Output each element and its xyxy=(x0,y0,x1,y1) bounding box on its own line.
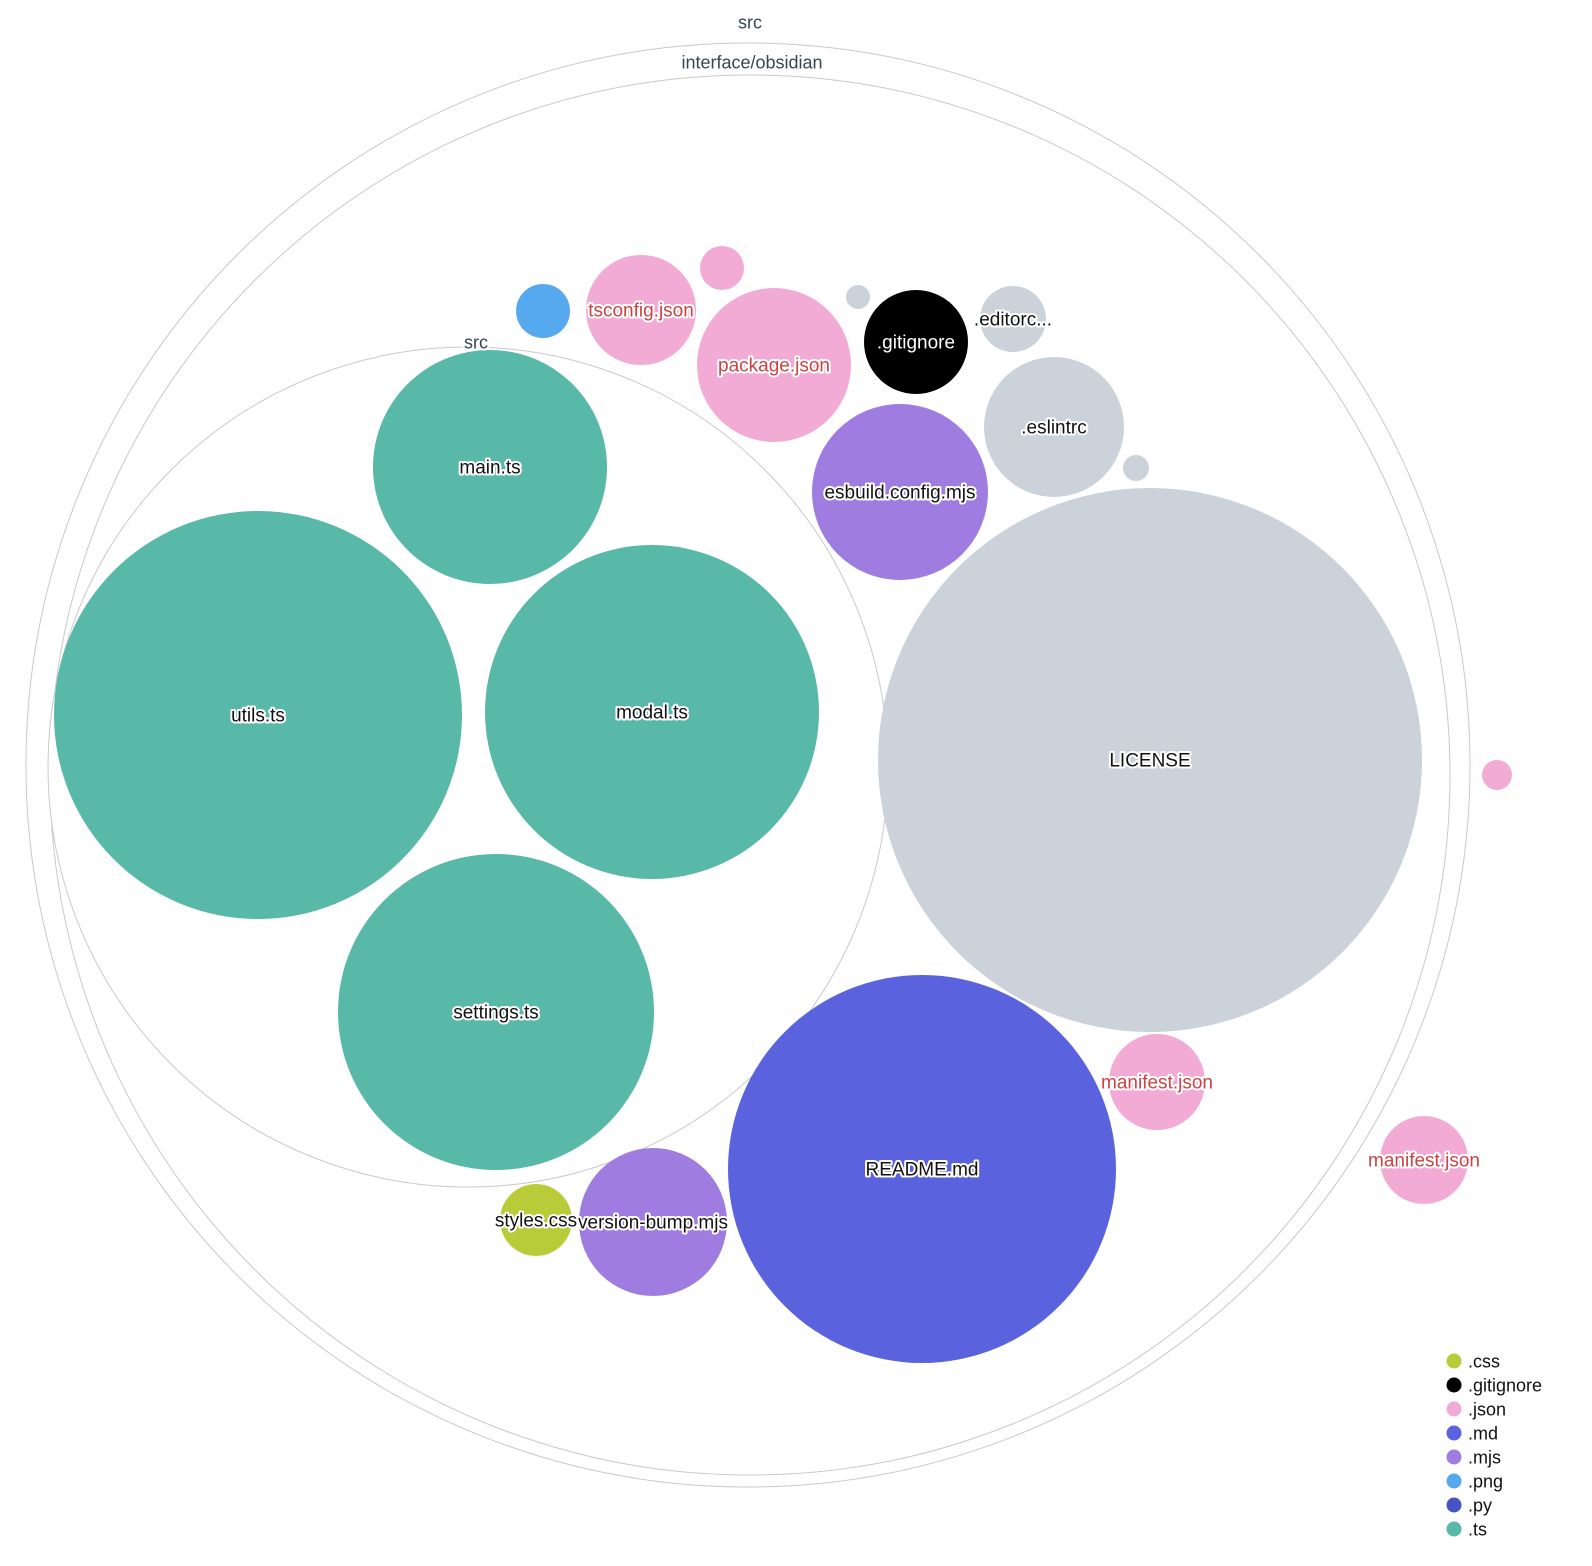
legend-swatch--json xyxy=(1446,1401,1462,1417)
file-label: version-bump.mjs xyxy=(578,1213,728,1234)
file-bubble-utils-ts xyxy=(54,511,462,919)
legend-label: .png xyxy=(1468,1471,1503,1491)
file-label: settings.ts xyxy=(453,1003,539,1024)
file-label: .gitignore xyxy=(877,333,955,354)
file-bubble-settings-ts xyxy=(338,854,654,1170)
legend-swatch--gitignore xyxy=(1446,1377,1462,1393)
legend-swatch--py xyxy=(1446,1497,1462,1513)
file-bubble xyxy=(1482,760,1512,790)
folder-label: src xyxy=(738,12,762,32)
file-bubble--eslintrc xyxy=(984,357,1124,497)
legend-swatch--css xyxy=(1446,1353,1462,1369)
folder-label: src xyxy=(464,332,488,352)
file-label: tsconfig.json xyxy=(588,301,694,322)
file-bubble-main-ts xyxy=(373,350,607,584)
file-bubble-manifest-json xyxy=(1109,1034,1205,1130)
file-bubble-esbuild-config-mjs xyxy=(812,404,988,580)
file-label: package.json xyxy=(718,356,830,377)
file-bubble--editorc- xyxy=(980,286,1046,352)
file-label: manifest.json xyxy=(1368,1151,1480,1172)
file-bubble-package-json xyxy=(697,288,851,442)
legend-label: .mjs xyxy=(1468,1447,1501,1467)
file-label: manifest.json xyxy=(1101,1073,1213,1094)
folder-label: interface/obsidian xyxy=(681,52,822,72)
file-bubble-license xyxy=(878,488,1422,1032)
file-label: utils.ts xyxy=(231,706,285,727)
file-bubble--gitignore xyxy=(864,290,968,394)
file-label: LICENSE xyxy=(1109,751,1190,772)
file-bubble-tsconfig-json xyxy=(586,255,696,365)
legend-swatch--mjs xyxy=(1446,1449,1462,1465)
file-bubble xyxy=(516,284,570,338)
file-bubble xyxy=(700,246,744,290)
file-bubble xyxy=(1123,455,1149,481)
file-label: esbuild.config.mjs xyxy=(824,483,975,504)
file-label: main.ts xyxy=(459,458,520,479)
file-label: .eslintrc xyxy=(1021,418,1086,439)
legend-label: .md xyxy=(1468,1423,1498,1443)
file-bubble xyxy=(846,285,870,309)
legend-label: .ts xyxy=(1468,1519,1487,1539)
legend-label: .css xyxy=(1468,1351,1500,1371)
file-bubble-modal-ts xyxy=(485,545,819,879)
file-label: README.md xyxy=(866,1160,979,1181)
legend-label: .gitignore xyxy=(1468,1375,1542,1395)
file-bubble-styles-css xyxy=(500,1184,572,1256)
file-label: modal.ts xyxy=(616,703,688,724)
legend-swatch--md xyxy=(1446,1425,1462,1441)
legend-label: .json xyxy=(1468,1399,1506,1419)
file-label: .editorc... xyxy=(974,310,1052,331)
file-bubble-version-bump-mjs xyxy=(579,1148,727,1296)
legend-swatch--ts xyxy=(1446,1521,1462,1537)
file-bubble-readme-md xyxy=(728,975,1116,1363)
file-label: styles.css xyxy=(495,1211,577,1232)
legend-label: .py xyxy=(1468,1495,1492,1515)
file-bubble-manifest-json xyxy=(1380,1116,1468,1204)
legend-swatch--png xyxy=(1446,1473,1462,1489)
